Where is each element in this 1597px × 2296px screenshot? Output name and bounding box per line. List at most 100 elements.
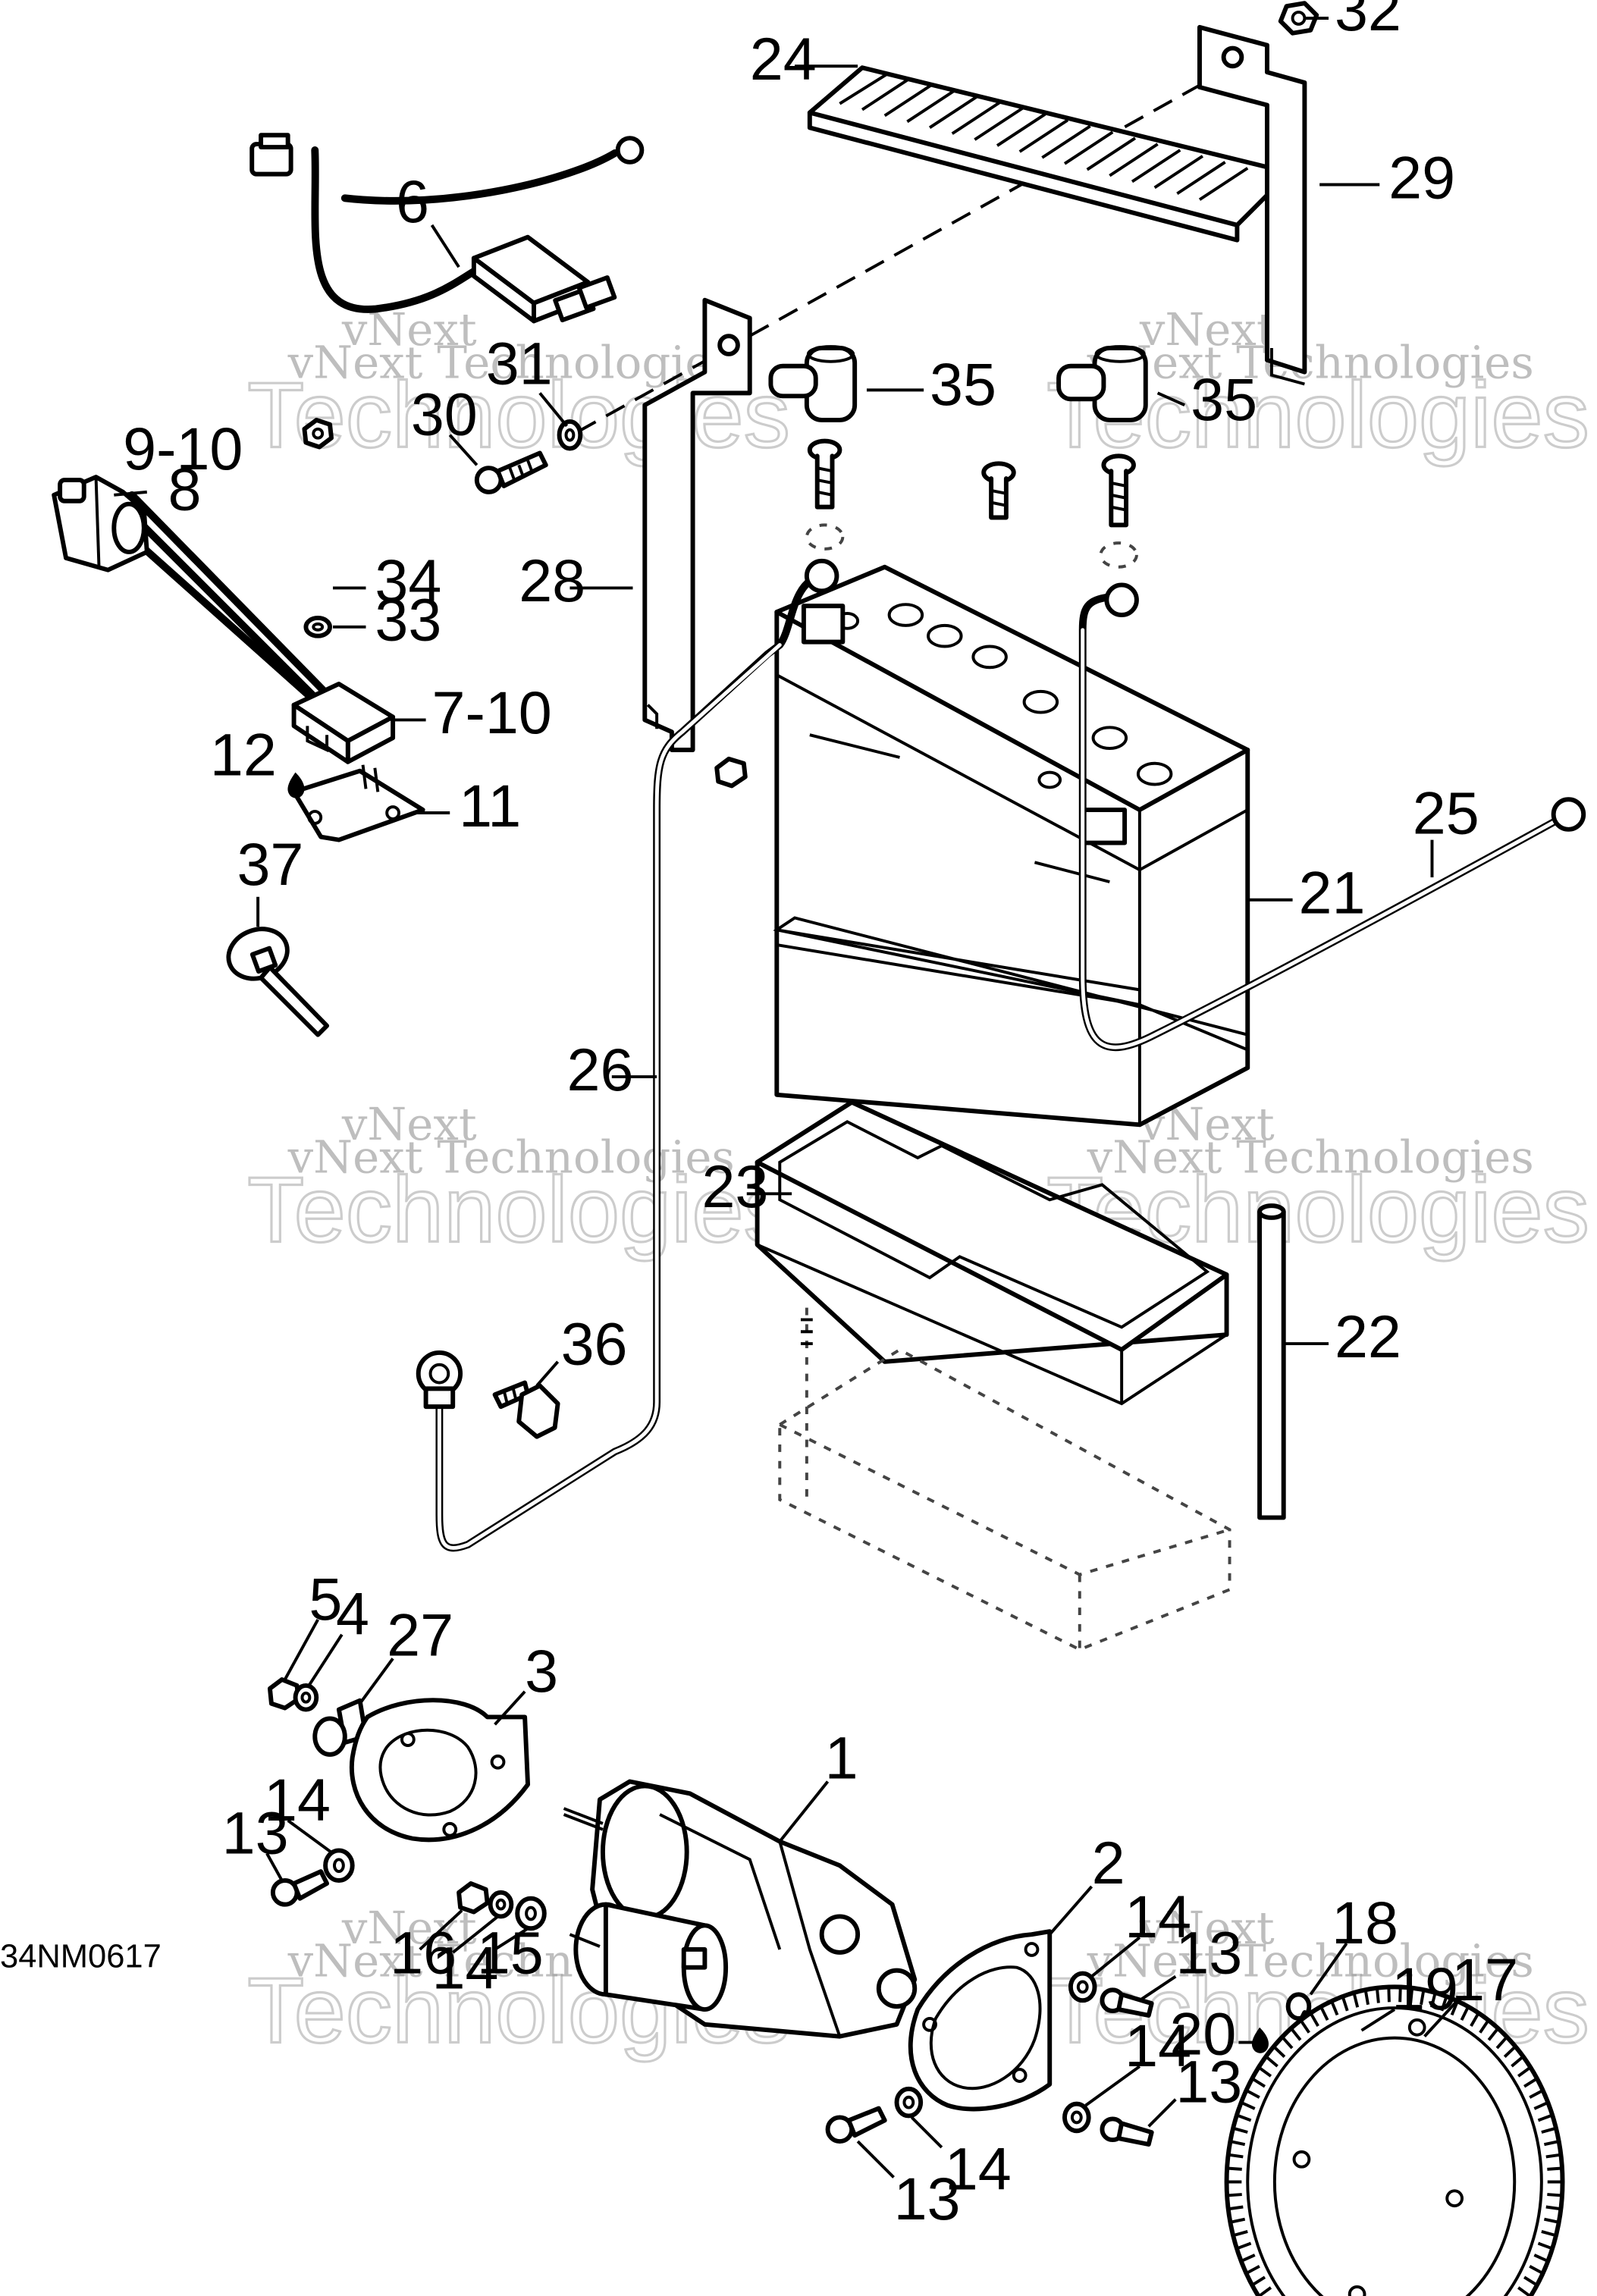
watermark-line1: vNext: [341, 1902, 477, 1954]
gear-tooth: [1470, 2012, 1480, 2027]
gear-tooth: [1236, 2241, 1252, 2251]
callout-31: 31: [486, 329, 553, 397]
gear-tooth: [1523, 2077, 1538, 2088]
watermark-group-1: vNext vNext Technologies Technologies: [246, 303, 792, 468]
callout-3: 3: [525, 1637, 558, 1705]
part-29-strap: [1197, 24, 1307, 386]
gear-tooth: [1251, 2077, 1266, 2088]
callout-22: 22: [1335, 1303, 1401, 1370]
gear-tooth: [1245, 2089, 1260, 2099]
part-20-drop-icon: [1251, 2027, 1269, 2053]
callout-14a: 14: [264, 1766, 331, 1833]
gear-tooth: [1363, 1990, 1370, 2006]
callout-17: 17: [1451, 1946, 1518, 2013]
part-36-bolt: [492, 1380, 560, 1439]
callout-34: 34: [375, 547, 441, 614]
callout-2: 2: [1092, 1829, 1125, 1896]
gear-tooth: [1229, 2140, 1246, 2147]
callout-13a: 13: [222, 1799, 289, 1866]
gear-tooth: [1541, 2126, 1557, 2134]
callout-33: 33: [375, 586, 441, 654]
watermark-line2: vNext Technologies: [1087, 1131, 1534, 1184]
gear-tooth: [1545, 2153, 1561, 2159]
callout-14b: 14: [432, 1934, 499, 2001]
gear-tooth: [1460, 2006, 1470, 2021]
callout-25: 25: [1413, 779, 1479, 847]
part-34-nut: [302, 417, 334, 450]
gear-tooth: [1257, 2286, 1272, 2296]
callout-7-10: 7-10: [432, 679, 552, 746]
gear-tooth: [1547, 2166, 1563, 2171]
part-13-bolt-right-bottom: [1100, 2116, 1154, 2147]
gear-tooth: [1319, 2006, 1329, 2021]
gear-tooth: [1236, 2113, 1252, 2122]
part-16-nut: [457, 1880, 490, 1915]
part-35-terminal-boot-left: [768, 345, 858, 422]
part-26-positive-cable: [416, 558, 839, 1552]
gear-tooth: [1541, 2230, 1557, 2238]
gear-tooth: [1227, 2193, 1242, 2197]
gear-tooth: [1265, 2055, 1279, 2068]
callout-28: 28: [519, 547, 585, 614]
gear-tooth: [1543, 2217, 1560, 2224]
part-30-bolt: [474, 450, 548, 494]
callout-13d: 13: [894, 2165, 961, 2232]
part-cable-nut: [714, 756, 748, 789]
gear-tooth: [1409, 1987, 1414, 2003]
part-7-regulator: [291, 682, 396, 764]
gear-tooth: [1533, 2254, 1549, 2263]
part-14-washer-bottom: [894, 2086, 924, 2119]
gear-tooth: [1281, 2036, 1294, 2050]
assembly-axis-line-top: [576, 58, 1246, 434]
part-37-cable-tie: [226, 927, 330, 1037]
callout-16: 16: [390, 1919, 457, 1987]
gear-tooth: [1240, 2254, 1256, 2263]
callout-12: 12: [210, 721, 277, 789]
callout-35b: 35: [1191, 365, 1257, 433]
part-33-washer: [303, 615, 333, 638]
gear-tooth: [1227, 2166, 1242, 2171]
gear-tooth: [1228, 2205, 1244, 2211]
gear-tooth: [1503, 2045, 1517, 2058]
gear-tooth: [1398, 1987, 1402, 2003]
gear-tooth: [1537, 2241, 1553, 2251]
callout-36: 36: [561, 1310, 628, 1378]
callout-35a: 35: [930, 350, 996, 418]
part-2-gasket: [908, 1929, 1053, 2112]
part-12-drop-icon: [287, 772, 305, 798]
part-6-fuse-harness: [249, 133, 645, 324]
part-25-ground-cable: [1078, 582, 1586, 1052]
part-terminal-screw-right: [1099, 453, 1138, 569]
watermark-line1: vNext: [1139, 303, 1275, 356]
part-23-battery-tray: [755, 1099, 1229, 1406]
part-3-gasket: [349, 1698, 531, 1843]
gear-tooth: [1387, 1987, 1391, 2003]
gear-tooth: [1375, 1987, 1380, 2003]
part-14-washer-right-bottom: [1062, 2101, 1091, 2134]
gear-tooth: [1545, 2205, 1561, 2211]
gear-tooth: [1511, 2055, 1524, 2068]
gear-tooth: [1529, 2265, 1544, 2275]
callout-29: 29: [1388, 143, 1455, 211]
gear-tooth: [1479, 2019, 1490, 2034]
leader-lines: [114, 17, 1459, 2178]
callout-20: 20: [1169, 2000, 1236, 2067]
callout-18: 18: [1332, 1889, 1398, 1956]
callout-13c: 13: [1175, 2048, 1242, 2116]
callout-4: 4: [336, 1580, 369, 1648]
gear-tooth: [1245, 2265, 1260, 2275]
gear-tooth: [1517, 2065, 1532, 2078]
gear-tooth: [1440, 1996, 1448, 2012]
callout-8: 8: [168, 456, 201, 523]
gear-tooth: [1229, 2217, 1246, 2224]
callout-14d: 14: [1125, 2012, 1191, 2079]
gear-tooth: [1341, 1996, 1349, 2012]
gear-tooth: [1543, 2140, 1560, 2147]
part-terminal-screw-left: [805, 438, 845, 550]
callout-1: 1: [825, 1724, 858, 1792]
callout-labels: 24 32 29 6 31 35 35 30 9-10 8 34 33 28 7…: [123, 0, 1518, 2232]
gear-tooth: [1420, 1990, 1426, 2006]
gear-tooth: [1429, 1992, 1437, 2008]
